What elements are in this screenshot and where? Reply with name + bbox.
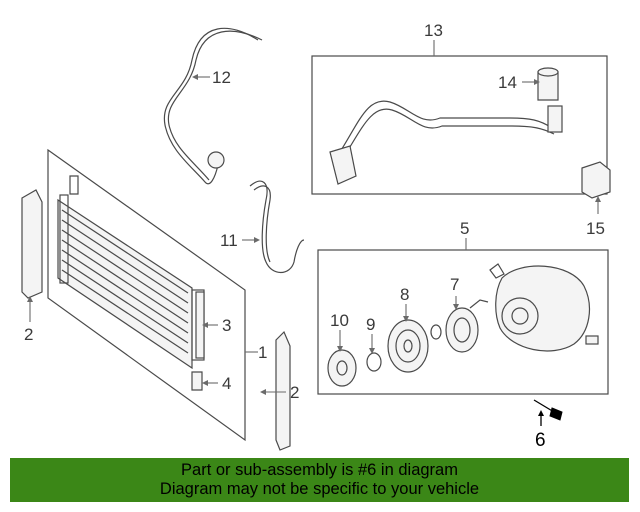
banner-line-2: Diagram may not be specific to your vehi…: [159, 480, 480, 498]
snap-ring: [430, 324, 442, 340]
pressure-plate: [327, 349, 357, 387]
field-coil: [445, 299, 489, 353]
callout-2-right: 2: [290, 383, 299, 402]
callout-6-highlighted: 6: [535, 430, 546, 451]
shim: [366, 352, 382, 372]
callout-14: 14: [498, 73, 517, 92]
suction-hose: [163, 27, 259, 185]
banner-line-1: Part or sub-assembly is #6 in diagram: [181, 461, 458, 479]
discharge-pipe: [249, 180, 305, 274]
rotor-pulley: [387, 319, 429, 373]
callout-5: 5: [460, 219, 469, 238]
callout-9: 9: [366, 315, 375, 334]
callout-4: 4: [222, 374, 231, 393]
condenser-fins: [61, 209, 189, 354]
pressure-switch: [581, 161, 611, 199]
condenser-assembly: [47, 148, 246, 442]
leader-lines: [27, 40, 601, 426]
drier-cap: [191, 371, 203, 391]
callout-10: 10: [330, 311, 349, 330]
callout-7: 7: [450, 275, 459, 294]
info-banner: Part or sub-assembly is #6 in diagram Di…: [10, 458, 629, 502]
condenser-bracket-right: [275, 330, 291, 451]
callout-13: 13: [424, 21, 443, 40]
callout-11: 11: [220, 231, 238, 250]
suction-line-group-box: [311, 55, 608, 195]
compressor: [489, 263, 599, 352]
compressor-mounting-bolt: [533, 399, 563, 421]
callout-8: 8: [400, 285, 409, 304]
callout-15: 15: [586, 219, 605, 238]
condenser-bracket-left: [21, 189, 43, 299]
callout-3: 3: [222, 316, 231, 335]
callout-1: 1: [258, 343, 267, 362]
compressor-group-box: [317, 249, 609, 395]
suction-line: [339, 100, 553, 153]
callout-12: 12: [212, 68, 231, 87]
callout-2-left: 2: [24, 325, 33, 344]
exploded-parts-diagram: 1 2 2 3 4 5 7 8 9 10 11 12 13 14 15 6: [21, 21, 611, 451]
